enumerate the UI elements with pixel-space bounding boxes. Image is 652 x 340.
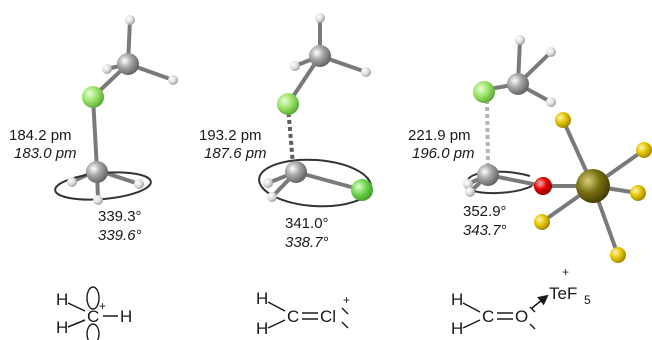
svg-text:H: H xyxy=(120,307,132,326)
fluorine-atom xyxy=(82,86,104,108)
svg-text:TeF: TeF xyxy=(549,284,577,303)
dative-bond-arrow xyxy=(531,294,549,309)
long-contact-dashed xyxy=(485,99,490,166)
ligand-fluorine-atom xyxy=(630,185,646,201)
hydrogen-atom xyxy=(102,64,112,74)
svg-text:5: 5 xyxy=(584,293,591,307)
fluorine-atom xyxy=(473,81,495,103)
lewis-structure-2: H H C Cl + xyxy=(256,289,350,338)
hydrogen-atom xyxy=(515,35,525,45)
carbon-atom xyxy=(507,73,529,95)
hydrogen-atom xyxy=(67,177,77,187)
p-orbital-upper-lobe xyxy=(86,286,100,310)
lewis-structure-3: H H C O + TeF 5 xyxy=(451,265,591,338)
hydrogen-atom xyxy=(125,15,135,25)
svg-text:H: H xyxy=(451,290,463,309)
bond-distance-calc-label: 196.0 pm xyxy=(412,145,475,162)
bond-distance-calc-label: 183.0 pm xyxy=(14,145,77,162)
hydrogen-atom xyxy=(546,97,556,107)
bond-distance-label: 184.2 pm xyxy=(9,127,72,144)
angle-sum-calc-label: 338.7° xyxy=(285,234,329,251)
bond-distance-label: 193.2 pm xyxy=(199,127,262,144)
svg-text:H: H xyxy=(256,289,268,308)
svg-text:O: O xyxy=(515,307,528,326)
hydrogen-atom xyxy=(290,61,300,71)
carbon-atom xyxy=(86,161,108,183)
angle-sum-label: 341.0° xyxy=(285,215,329,232)
hydrogen-atom xyxy=(263,178,273,188)
svg-text:C: C xyxy=(287,307,299,326)
carbon-atom xyxy=(285,161,307,183)
hydrogen-atom xyxy=(267,192,277,202)
hydrogen-atom xyxy=(93,195,103,205)
hydrogen-atom xyxy=(168,75,178,85)
svg-text:H: H xyxy=(56,318,68,337)
oxygen-atom xyxy=(534,177,552,195)
angle-sum-label: 352.9° xyxy=(463,203,507,220)
angle-sum-calc-label: 343.7° xyxy=(463,222,507,239)
ligand-fluorine-atom xyxy=(610,247,626,263)
svg-text:+: + xyxy=(343,293,350,307)
molecule-3 xyxy=(463,35,652,263)
long-contact-dashed xyxy=(286,105,295,166)
svg-text:+: + xyxy=(99,299,106,313)
ligand-fluorine-atom xyxy=(555,112,571,128)
angle-sum-calc-label: 339.6° xyxy=(98,227,142,244)
carbon-atom xyxy=(117,53,139,75)
fluorine-atom xyxy=(277,93,299,115)
bond-distance-label: 221.9 pm xyxy=(408,127,471,144)
hydrogen-atom xyxy=(546,47,556,57)
hydrogen-atom xyxy=(361,67,371,77)
carbon-atom xyxy=(477,164,499,186)
svg-text:H: H xyxy=(56,290,68,309)
svg-text:C: C xyxy=(482,307,494,326)
tellurium-atom xyxy=(576,169,610,203)
hydrogen-atom xyxy=(315,13,325,23)
svg-text:C: C xyxy=(87,307,99,326)
hydrogen-atom xyxy=(465,187,475,197)
svg-text:H: H xyxy=(256,319,268,338)
svg-text:H: H xyxy=(451,319,463,338)
chlorine-atom xyxy=(351,179,373,201)
hydrogen-atom xyxy=(463,179,473,189)
molecule-2 xyxy=(258,13,373,208)
svg-text:+: + xyxy=(562,265,569,279)
bond-distance-calc-label: 187.6 pm xyxy=(204,145,267,162)
ligand-fluorine-atom xyxy=(636,142,652,158)
molecule-1 xyxy=(54,15,178,205)
carbon-atom xyxy=(309,45,331,67)
svg-text:Cl: Cl xyxy=(320,307,336,326)
angle-sum-label: 339.3° xyxy=(98,208,142,225)
hydrogen-atom xyxy=(134,179,144,189)
lewis-structure-1: H H C + H xyxy=(56,286,132,340)
ligand-fluorine-atom xyxy=(534,214,550,230)
p-orbital-lower-lobe xyxy=(86,323,100,340)
